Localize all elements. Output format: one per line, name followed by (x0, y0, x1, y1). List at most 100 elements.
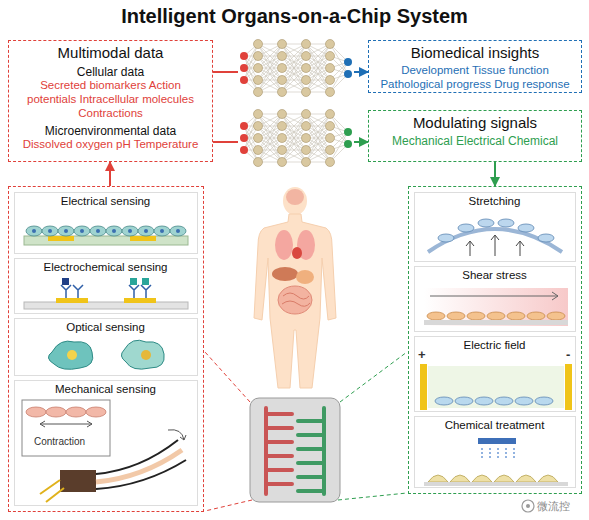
illustration-part (435, 397, 453, 405)
modulation-panel: Chemical treatment (414, 416, 576, 488)
modulation-panel: Electric field (414, 336, 576, 412)
network-link (258, 126, 282, 162)
illustration-part (22, 400, 110, 456)
network-link (282, 44, 306, 80)
illustration-part (286, 189, 304, 205)
illustration-part (62, 278, 69, 285)
cell-nucleus (112, 229, 116, 233)
network-neuron (326, 134, 335, 143)
illustration-part (124, 298, 156, 303)
illustration-part (130, 236, 156, 241)
illustration-part (298, 408, 324, 494)
network-neuron (278, 64, 287, 73)
illustration-part (535, 397, 553, 405)
network-link (306, 114, 330, 150)
modulation-panel: Shear stress (414, 266, 576, 332)
illustration-part (48, 236, 74, 241)
network-neuron (302, 76, 311, 85)
output-dot (344, 70, 352, 78)
chemical-treatment-art (424, 438, 568, 486)
illustration-part (475, 397, 493, 405)
node-heading: Chemical treatment (417, 419, 573, 433)
network-neuron (254, 134, 263, 143)
illustration-part (450, 475, 470, 482)
illustration-part (180, 435, 186, 440)
chip (250, 398, 340, 502)
illustration-part (142, 278, 149, 285)
node-heading: Biomedical insights (374, 44, 576, 62)
modulation-arrow (494, 162, 496, 186)
data-box: Multimodal dataCellular dataSecreted bio… (8, 40, 213, 162)
illustration-part (424, 320, 568, 325)
network-link (258, 56, 282, 92)
node-text: Microenvironmental data (14, 124, 207, 138)
network-neuron (302, 158, 311, 167)
cell (170, 226, 186, 236)
cell (74, 226, 90, 236)
node-heading: Shear stress (417, 269, 573, 283)
network-ground (238, 110, 354, 168)
human-figure (254, 187, 336, 388)
electrical-sensing-art (24, 226, 188, 245)
cell-nucleus (144, 229, 148, 233)
illustration-part (40, 480, 64, 502)
cell (58, 226, 74, 236)
network-neuron (326, 76, 335, 85)
polarity-sign: + (418, 348, 426, 362)
network-link (306, 44, 330, 80)
illustration-part (250, 398, 340, 502)
watermark: 微流控 (537, 500, 570, 512)
node-heading: Mechanical sensing (17, 383, 195, 397)
sensing-panel: Electrical sensing (14, 192, 198, 254)
illustration-part (447, 312, 465, 320)
output-dot (344, 58, 352, 66)
illustration-part (498, 219, 514, 227)
cell (122, 226, 138, 236)
network-link (282, 126, 306, 162)
sensing-arrow (109, 162, 111, 186)
output-dot (344, 128, 352, 136)
illustration-part (338, 493, 407, 500)
network-link (258, 114, 282, 150)
network-link (282, 126, 306, 162)
illustration-part (56, 298, 88, 303)
network-link (282, 114, 306, 150)
network-neuron (278, 134, 287, 143)
stretching-art (428, 219, 562, 256)
node-heading: Electrical sensing (17, 195, 195, 209)
illustration-part (40, 424, 92, 425)
illustration-part (272, 267, 298, 281)
input-dot (240, 64, 248, 72)
network-ground (238, 40, 354, 98)
node-heading: Multimodal data (14, 44, 207, 62)
illustration-part (60, 470, 96, 492)
illustration-part (526, 504, 530, 508)
illustration-part (296, 270, 314, 284)
network-neuron (278, 40, 287, 49)
illustration-part (430, 292, 558, 300)
network-neuron (254, 158, 263, 167)
cell-nucleus (48, 229, 52, 233)
input-dot (240, 122, 248, 130)
network-link (258, 44, 282, 80)
node-text: Cellular data (14, 65, 207, 79)
network-neuron (278, 88, 287, 97)
cell-nucleus (64, 229, 68, 233)
network-link (258, 56, 282, 92)
mechanical-sensing-art (22, 400, 186, 502)
illustration-part (527, 312, 545, 320)
illustration-part (282, 293, 310, 306)
network-link (244, 114, 258, 150)
illustration-part (46, 407, 66, 417)
network-neuron (326, 64, 335, 73)
network-neuron (254, 88, 263, 97)
cell-nucleus (96, 229, 100, 233)
network-link (258, 126, 282, 162)
network-neuron (326, 110, 335, 119)
illustration-part (515, 397, 533, 405)
illustration-part (428, 475, 448, 482)
illustration-part (482, 448, 514, 458)
electrochemical-sensing-art (24, 278, 188, 309)
illustration-part (547, 312, 565, 320)
illustration-part (472, 475, 492, 482)
